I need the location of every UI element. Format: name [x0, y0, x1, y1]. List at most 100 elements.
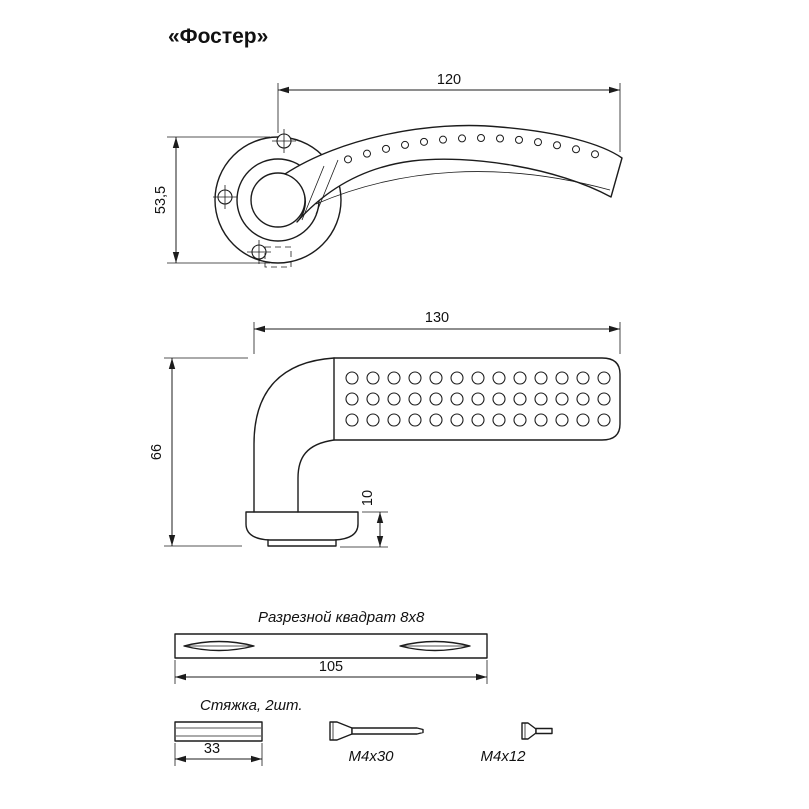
dimension-tie-length: 33	[174, 741, 263, 766]
hole	[471, 413, 485, 427]
hole	[429, 371, 443, 385]
front-lever-dots	[344, 134, 599, 164]
dimension-value: 33	[204, 741, 220, 757]
dimension-value: 53,5	[153, 186, 169, 214]
hole	[477, 134, 485, 143]
hole	[534, 392, 548, 406]
hole	[450, 371, 464, 385]
lever-outline	[284, 124, 623, 223]
hole	[366, 413, 380, 427]
dimension-value: 130	[425, 310, 449, 326]
hole	[492, 392, 506, 406]
center-mark	[247, 240, 271, 264]
hole	[387, 413, 401, 427]
side-view: 130 66 10	[149, 310, 621, 548]
extension-lines	[340, 511, 388, 548]
hole	[534, 413, 548, 427]
lever-inner-edge	[315, 171, 611, 205]
screw-short-label: М4х12	[480, 748, 526, 765]
hole	[576, 392, 590, 406]
neck-inner-edge	[297, 439, 335, 513]
hole	[597, 371, 611, 385]
hole	[515, 135, 523, 144]
drawing-title: «Фостер»	[168, 25, 268, 48]
hole	[492, 413, 506, 427]
hole	[345, 371, 359, 385]
front-view: 120 53,5	[153, 72, 623, 268]
tie-label: Стяжка, 2шт.	[200, 697, 303, 714]
spindle-hole-dashed	[264, 246, 292, 268]
hole	[344, 155, 352, 164]
dimension-value: 10	[360, 490, 376, 506]
hole	[471, 371, 485, 385]
hole	[496, 134, 504, 143]
screw-short-head	[521, 722, 537, 740]
hole	[591, 150, 599, 159]
base-outline	[245, 511, 359, 541]
hole	[576, 413, 590, 427]
hole	[429, 392, 443, 406]
center-mark	[272, 129, 296, 153]
hole	[450, 392, 464, 406]
screw-m4x30-drawing: М4х30	[329, 721, 424, 765]
hole	[471, 392, 485, 406]
hole	[420, 137, 428, 146]
dimension-base-thickness: 10	[340, 490, 388, 548]
screw-m4x12-drawing: М4х12	[480, 722, 553, 765]
screw-short-shaft	[535, 727, 553, 735]
dimension-value: 105	[319, 659, 343, 675]
hole	[597, 392, 611, 406]
hole	[408, 392, 422, 406]
hole	[513, 413, 527, 427]
dimension-front-width: 120	[277, 72, 621, 152]
screw-long-shaft	[351, 727, 424, 735]
hole	[382, 144, 390, 153]
dimension-front-height: 53,5	[153, 136, 270, 264]
hole	[572, 145, 580, 154]
hole	[387, 371, 401, 385]
hole	[450, 413, 464, 427]
extension-lines	[167, 136, 270, 264]
hole	[576, 371, 590, 385]
hole	[534, 371, 548, 385]
lever-collar-lines	[301, 159, 339, 221]
hole	[597, 413, 611, 427]
hole	[439, 135, 447, 144]
hole	[555, 392, 569, 406]
hole	[555, 371, 569, 385]
dimension-side-length: 130	[253, 310, 621, 354]
spindle-bar	[174, 633, 488, 659]
spindle-label: Разрезной квадрат 8х8	[258, 609, 425, 626]
hole	[513, 371, 527, 385]
tie-edge-lines	[176, 727, 261, 737]
hole	[555, 413, 569, 427]
hole	[458, 134, 466, 143]
hole	[345, 392, 359, 406]
base-lip	[267, 539, 337, 547]
hole	[492, 371, 506, 385]
spindle-drawing: Разрезной квадрат 8х8 105	[174, 609, 488, 684]
extension-lines	[164, 357, 248, 547]
hole	[513, 392, 527, 406]
extension-lines	[253, 322, 621, 354]
dimension-value: 66	[149, 444, 165, 460]
hole	[534, 138, 542, 147]
neck-outer-edge	[253, 357, 335, 513]
hole	[345, 413, 359, 427]
hole	[408, 371, 422, 385]
dimension-value: 120	[437, 72, 461, 88]
dimension-side-height: 66	[149, 357, 248, 547]
hole	[429, 413, 443, 427]
hole	[401, 140, 409, 149]
hole	[363, 149, 371, 158]
tie-body	[174, 721, 263, 742]
side-grip-holes	[345, 371, 611, 427]
screw-long-label: М4х30	[348, 748, 394, 765]
rosette-screw-holes	[213, 129, 296, 264]
hole	[553, 141, 561, 150]
hole	[366, 392, 380, 406]
tie-drawing: Стяжка, 2шт. 33	[174, 697, 303, 766]
hole	[366, 371, 380, 385]
